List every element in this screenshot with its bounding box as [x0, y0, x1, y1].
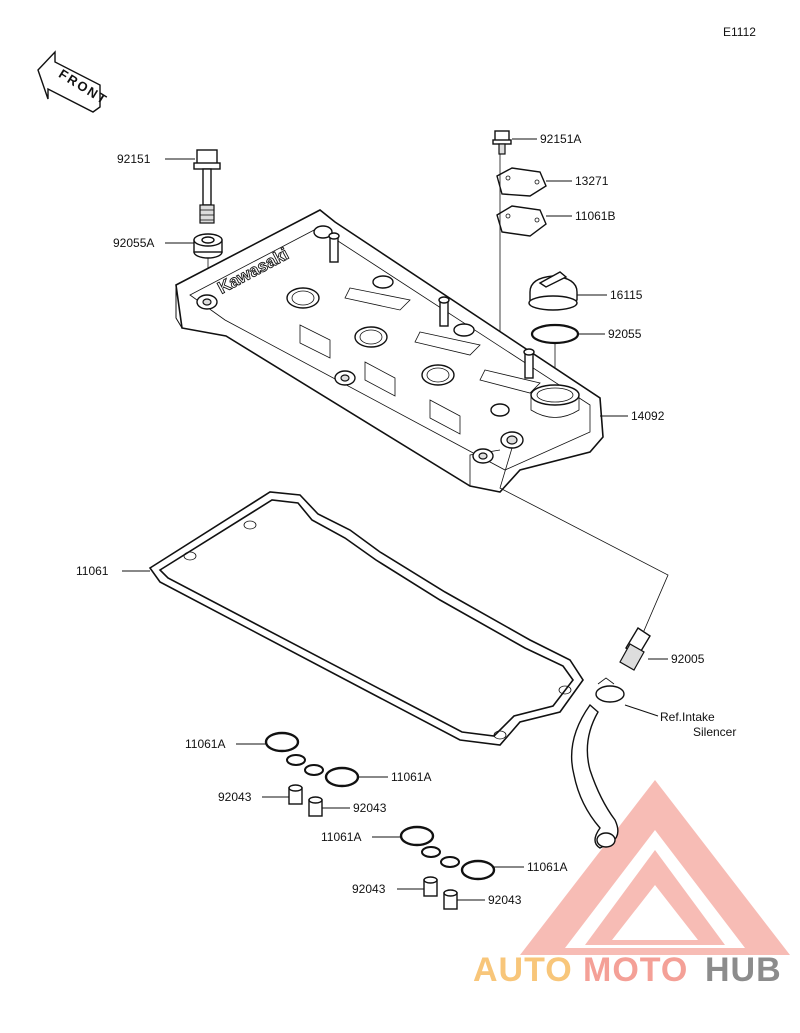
label-92043-4: 92043: [488, 893, 522, 907]
watermark-logo: AUTO MOTO HUB: [473, 780, 790, 989]
bolt-92151A: [492, 130, 512, 155]
watermark-text-moto: MOTO: [583, 951, 688, 989]
front-arrow-icon: FRONT: [37, 50, 111, 113]
plate-13271: [496, 167, 547, 197]
seal-group-1: [264, 731, 360, 817]
label-92055: 92055: [608, 327, 642, 341]
label-11061: 11061: [76, 564, 109, 578]
breather-hose: [570, 677, 625, 849]
gasket-11061B: [496, 205, 547, 237]
head-cover-gasket-11061: [148, 491, 584, 746]
diagram-code: E1112: [723, 25, 756, 39]
ref-intake-label: Ref.Intake: [660, 710, 715, 724]
fitting-92005: [619, 627, 651, 671]
grommet-92055A: [193, 233, 223, 259]
label-16115: 16115: [610, 288, 643, 302]
watermark-text-hub: HUB: [705, 951, 782, 989]
o-ring-92055: [530, 323, 580, 345]
bolt-92151: [193, 149, 221, 224]
label-92043-3: 92043: [352, 882, 386, 896]
label-13271: 13271: [575, 174, 609, 188]
label-92055A: 92055A: [113, 236, 154, 250]
label-92043-2: 92043: [353, 801, 387, 815]
seal-group-2: [399, 825, 496, 910]
label-11061A-4: 11061A: [527, 860, 567, 874]
oil-cap-16115: [528, 271, 578, 311]
label-11061A-3: 11061A: [321, 830, 361, 844]
label-14092: 14092: [631, 409, 665, 423]
label-11061B: 11061B: [575, 209, 615, 223]
watermark-text-auto: AUTO: [473, 951, 573, 989]
cylinder-head-cover-14092: Kawasaki: [175, 209, 604, 493]
ref-silencer-label: Silencer: [693, 725, 736, 739]
label-92005: 92005: [671, 652, 705, 666]
label-92151A: 92151A: [540, 132, 581, 146]
label-92151: 92151: [117, 152, 151, 166]
label-11061A-1: 11061A: [185, 737, 225, 751]
label-92043-1: 92043: [218, 790, 252, 804]
label-11061A-2: 11061A: [391, 770, 431, 784]
